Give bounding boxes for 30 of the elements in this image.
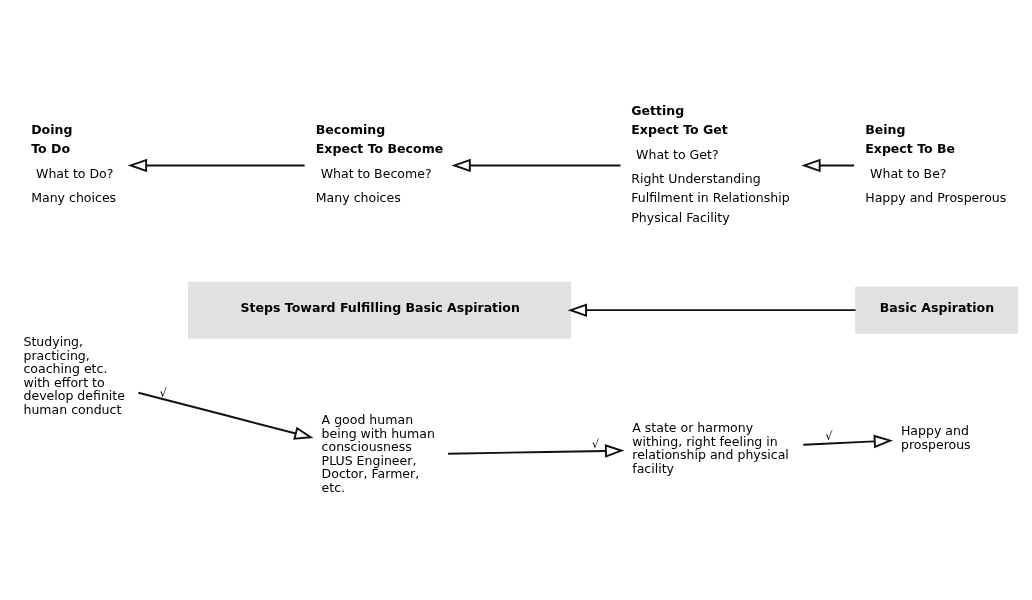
edge-label: √ [825, 428, 833, 443]
edge-label: √ [159, 385, 167, 400]
node-text: Happy and prosperous [900, 422, 971, 451]
arrow [127, 158, 306, 172]
node-label: What to Become? [320, 165, 432, 181]
arrow [451, 158, 622, 172]
node-label: Many choices [31, 189, 117, 205]
node-text: Studying, practicing, coaching etc. with effort to develop definite human conduct [23, 333, 125, 417]
node-label: What to Do? [36, 165, 114, 181]
arrow [802, 434, 894, 448]
node-label: Happy and Prosperous [865, 189, 1007, 205]
node-text: A good human being with human consciousness PLUS Engineer, Doctor, Farmer, etc. [321, 411, 435, 495]
node-label: Physical Facility [631, 209, 730, 225]
node-label: What to Be? [870, 165, 947, 181]
edge-label: √ [591, 436, 600, 451]
arrow [137, 391, 314, 440]
node-label: Many choices [315, 189, 401, 205]
node-label: Fulfilment in Relationship [631, 189, 790, 205]
arrow [801, 158, 856, 172]
node-text: Getting Expect To Get [631, 102, 728, 137]
node-text: Becoming Expect To Become [315, 121, 444, 156]
node-label: What to Get? [636, 146, 719, 162]
node-text: Being Expect To Be [865, 121, 956, 156]
node-text: A state or harmony withing, right feeling in relationship and physical facility [632, 419, 789, 476]
arrow [567, 302, 857, 317]
node-box: Steps Toward Fulfilling Basic Aspiration [187, 281, 571, 339]
node-text: Doing To Do [31, 121, 73, 156]
arrow [447, 443, 625, 458]
node-box: Basic Aspiration [855, 286, 1019, 334]
node-label: Right Understanding [631, 170, 761, 186]
